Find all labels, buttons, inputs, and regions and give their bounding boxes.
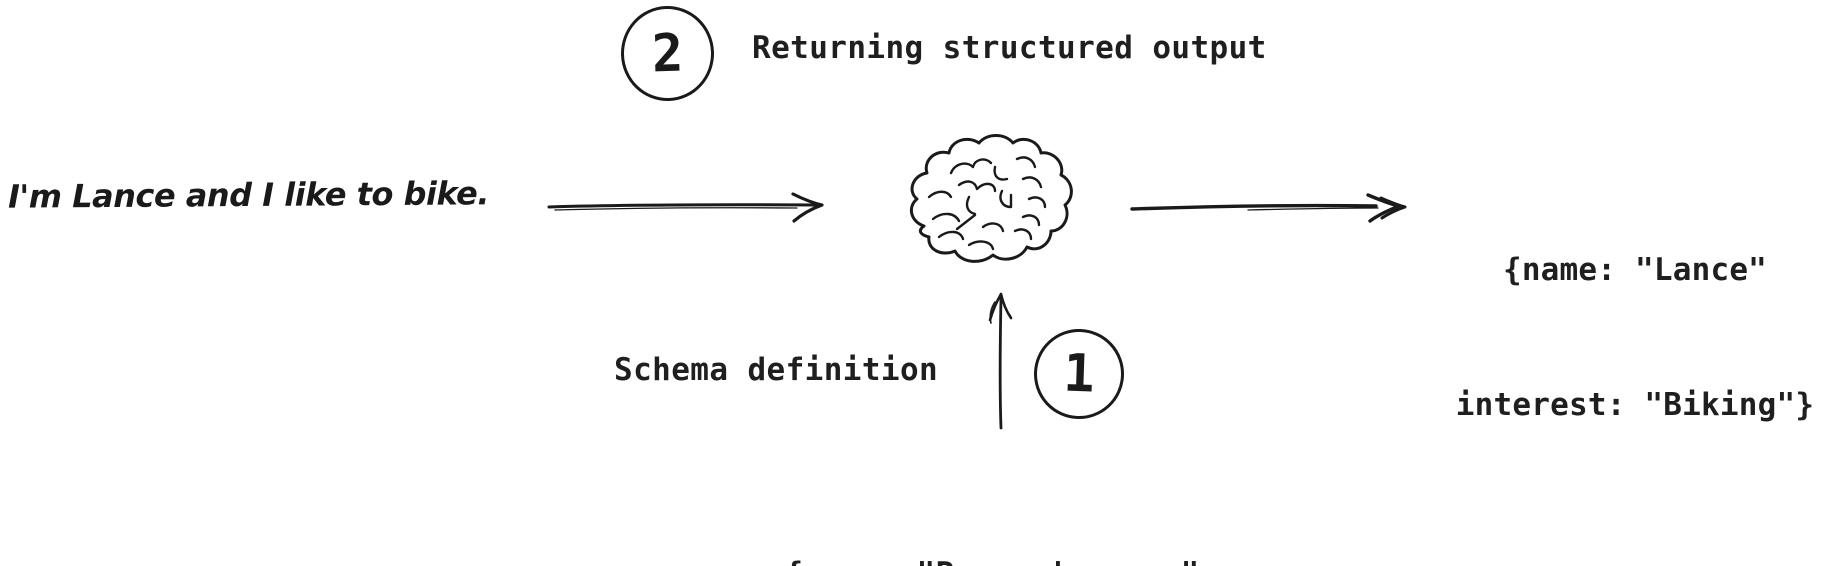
step-2-badge: 2 xyxy=(619,4,716,103)
step-1-number: 1 xyxy=(1062,343,1096,405)
schema-json: {name: "Person's name" interest: "Person… xyxy=(692,474,1292,566)
output-json-line-2: interest: "Biking"} xyxy=(1455,387,1815,423)
step-1-badge: 1 xyxy=(1032,327,1126,421)
diagram-title: Returning structured output xyxy=(752,30,1267,66)
brain-icon xyxy=(909,134,1073,263)
arrow-schema-to-model-icon xyxy=(988,292,1013,430)
arrow-model-to-output-icon xyxy=(1130,193,1407,223)
arrow-input-to-model-icon xyxy=(547,192,824,223)
schema-json-line-1: {name: "Person's name" xyxy=(692,554,1292,566)
output-json: {name: "Lance" interest: "Biking"} xyxy=(1440,158,1830,518)
output-json-line-1: {name: "Lance" xyxy=(1502,252,1768,288)
input-sentence: I'm Lance and I like to bike. xyxy=(7,174,490,216)
schema-definition-label: Schema definition xyxy=(614,352,939,388)
step-2-number: 2 xyxy=(650,22,685,85)
